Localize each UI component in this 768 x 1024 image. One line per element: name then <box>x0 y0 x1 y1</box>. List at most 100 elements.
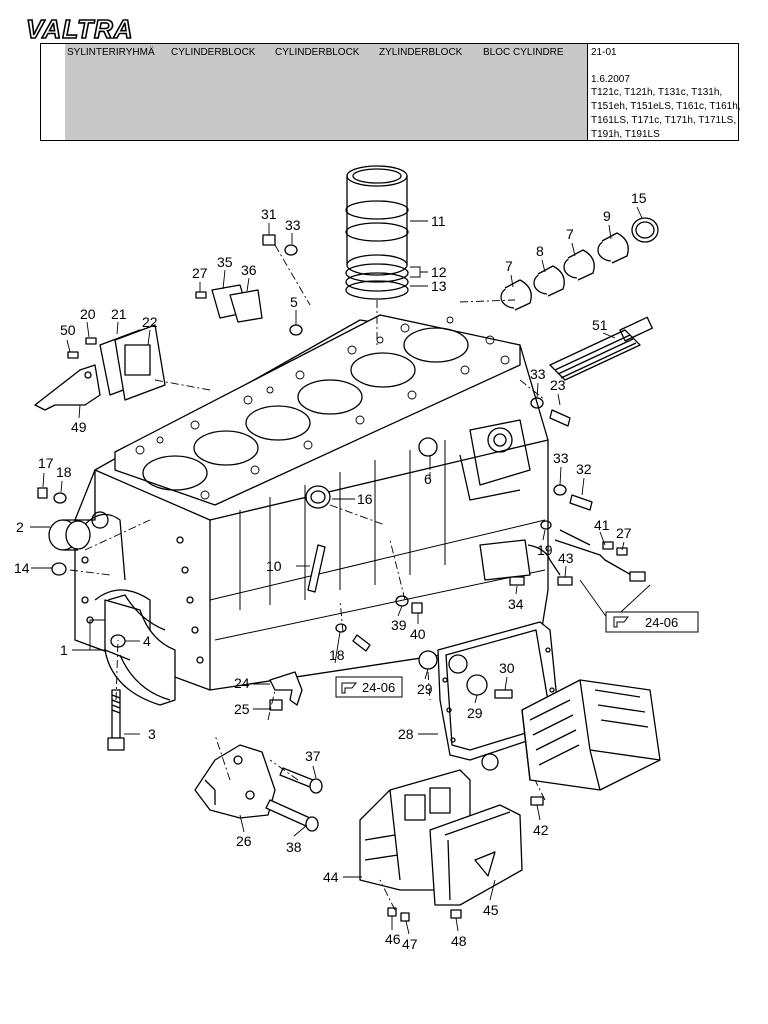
plug-16 <box>305 485 331 509</box>
callout-21: 21 <box>111 306 127 322</box>
callout-30: 30 <box>499 660 515 676</box>
camshaft-bushings <box>500 217 659 311</box>
callout-25: 25 <box>234 701 250 717</box>
pointing-hand-icon <box>341 682 358 694</box>
callout-33b: 33 <box>530 366 546 382</box>
reference-box-2: 24-06 <box>605 611 699 633</box>
callout-9: 9 <box>603 208 611 224</box>
bolt-38 <box>265 799 319 832</box>
group-code: 21-01 <box>591 47 617 58</box>
exploded-view: 1 2 3 4 5 6 7 7 8 9 10 11 12 13 14 15 16… <box>14 165 699 952</box>
liner-seal-rings <box>345 263 409 300</box>
main-bearing-cap <box>104 594 176 706</box>
bracket-24 <box>269 671 303 711</box>
callout-6: 6 <box>424 471 432 487</box>
callout-37: 37 <box>305 748 321 764</box>
bolt-3 <box>107 689 125 751</box>
callout-15: 15 <box>631 190 647 206</box>
header-box: SYLINTERIRYHMÄ CYLINDERBLOCK CYLINDERBLO… <box>40 43 741 141</box>
callout-23: 23 <box>550 377 566 393</box>
title-sv: CYLINDERBLOCK <box>171 47 256 58</box>
callout-2: 2 <box>16 519 24 535</box>
issue-date: 1.6.2007 <box>591 74 630 85</box>
callout-27a: 27 <box>192 265 208 281</box>
reference-text-2: 24-06 <box>645 615 678 630</box>
title-fi: SYLINTERIRYHMÄ <box>67 47 155 58</box>
callout-42: 42 <box>533 822 549 838</box>
callout-46: 46 <box>385 931 401 947</box>
oil-cooler-element <box>549 316 653 381</box>
callout-16: 16 <box>357 491 373 507</box>
callout-49: 49 <box>71 419 87 435</box>
callout-33a: 33 <box>285 217 301 233</box>
grommets <box>418 650 513 699</box>
front-plug <box>48 519 91 551</box>
callout-38: 38 <box>286 839 302 855</box>
callout-24: 24 <box>234 675 250 691</box>
valtra-logo: VALTRA <box>26 16 134 42</box>
callout-45: 45 <box>483 902 499 918</box>
callout-17: 17 <box>38 455 54 471</box>
sensor-harness <box>479 529 646 582</box>
engine-mount <box>194 744 276 819</box>
callout-labels: 1 2 3 4 5 6 7 7 8 9 10 11 12 13 14 15 16… <box>14 190 647 952</box>
model-line-3: T161LS, T171c, T171h, T171LS, <box>591 115 737 126</box>
bracket <box>34 364 101 411</box>
callout-10: 10 <box>266 558 282 574</box>
callout-28: 28 <box>398 726 414 742</box>
bolt-37 <box>279 767 323 794</box>
callout-36: 36 <box>241 262 257 278</box>
callout-18b: 18 <box>329 647 345 663</box>
callout-35: 35 <box>217 254 233 270</box>
callout-22: 22 <box>142 314 158 330</box>
callout-44: 44 <box>323 869 339 885</box>
title-de: ZYLINDERBLOCK <box>379 47 463 58</box>
callout-18a: 18 <box>56 464 72 480</box>
callout-32: 32 <box>576 461 592 477</box>
brand-wordmark: VALTRA <box>26 16 134 42</box>
callout-48: 48 <box>451 933 467 949</box>
title-en: CYLINDERBLOCK <box>275 47 360 58</box>
callout-19: 19 <box>537 542 553 558</box>
callout-1: 1 <box>60 642 68 658</box>
callout-50: 50 <box>60 322 76 338</box>
title-fr: BLOC CYLINDRE <box>483 47 564 58</box>
small-cover <box>211 284 263 323</box>
callout-43: 43 <box>558 550 574 566</box>
callout-39: 39 <box>391 617 407 633</box>
callout-29b: 29 <box>467 705 483 721</box>
callout-33c: 33 <box>553 450 569 466</box>
model-line-1: T121c, T121h, T131c, T131h, <box>591 87 723 98</box>
reference-box-1: 24-06 <box>335 676 403 698</box>
callout-8: 8 <box>536 243 544 259</box>
model-line-2: T151eh, T151eLS, T161c, T161h, <box>591 101 741 112</box>
callout-5: 5 <box>290 294 298 310</box>
reference-text-1: 24-06 <box>362 680 395 695</box>
cylinder-liner <box>345 165 409 276</box>
callout-4: 4 <box>143 633 151 649</box>
housing-45 <box>429 804 523 906</box>
callout-51: 51 <box>592 317 608 333</box>
callout-26: 26 <box>236 833 252 849</box>
callout-31: 31 <box>261 206 277 222</box>
callout-14: 14 <box>14 560 30 576</box>
model-line-4: T191h, T191LS <box>591 129 660 140</box>
callout-13: 13 <box>431 278 447 294</box>
callout-12: 12 <box>431 264 447 280</box>
callout-29a: 29 <box>417 681 433 697</box>
callout-47: 47 <box>402 936 418 952</box>
callout-leaders <box>30 206 643 935</box>
callout-20: 20 <box>80 306 96 322</box>
pointing-hand-icon <box>613 616 630 628</box>
callout-7a: 7 <box>505 258 513 274</box>
callout-34: 34 <box>508 596 524 612</box>
callout-27b: 27 <box>616 525 632 541</box>
engine-control-unit <box>521 679 661 791</box>
callout-40: 40 <box>410 626 426 642</box>
callout-3: 3 <box>148 726 156 742</box>
tube <box>307 544 326 593</box>
header-divider <box>587 44 588 140</box>
callout-11: 11 <box>431 213 446 229</box>
callout-7b: 7 <box>566 226 574 242</box>
side-cover <box>99 324 166 401</box>
